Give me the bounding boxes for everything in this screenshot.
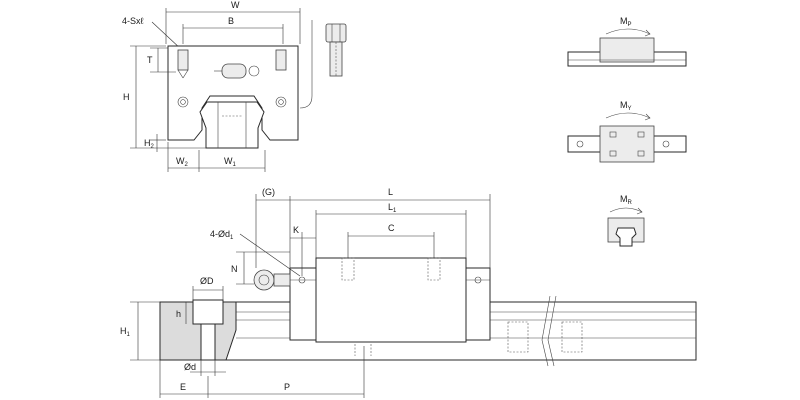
label-k: K [293, 225, 299, 235]
side-hole-left [177, 96, 189, 108]
side-view: (G) L L1 C K 4-Ød1 N [159, 187, 697, 367]
mr-arrow-arc [609, 207, 643, 213]
side-hole-left-inner [180, 99, 186, 105]
label-d1: 4-Ød1 [210, 229, 234, 241]
rail-counterbore [192, 299, 224, 325]
label-mr: MR [620, 194, 633, 206]
side-grease-nipple-stem [273, 273, 291, 287]
side-hole-right [275, 96, 287, 108]
tapped-hole-right [275, 49, 287, 71]
label-screw-spec: 4-Sxℓ [122, 16, 145, 26]
my-bolt-3 [609, 150, 617, 157]
label-w1: W1 [224, 156, 237, 168]
my-bolt-4 [637, 150, 645, 157]
my-arrow-head [644, 113, 651, 121]
label-w: W [231, 0, 240, 10]
moment-mp-view: MP [567, 16, 687, 67]
block-steel-body [315, 257, 467, 343]
moment-my-view: MY [567, 100, 687, 163]
cap-screw-head [325, 23, 347, 43]
label-d-big: ØD [200, 276, 214, 286]
side-grease-nipple [253, 269, 275, 291]
block-hidden-hole-2 [427, 257, 441, 281]
block-body [167, 45, 299, 141]
end-hole-left [298, 276, 306, 284]
moment-mr-view: MR [607, 194, 645, 247]
label-e: E [180, 382, 186, 392]
mr-rail [615, 227, 637, 247]
my-bolt-2 [637, 131, 645, 138]
my-bolt-1 [609, 131, 617, 138]
rail-hidden-hole-2 [561, 321, 583, 353]
rail-section-front [199, 101, 265, 149]
mr-arrow-head [636, 207, 643, 215]
my-rail-hole-right [662, 140, 670, 148]
label-h-small: h [176, 309, 181, 319]
label-my: MY [620, 100, 632, 112]
mp-arrow-arc [605, 28, 651, 35]
tapped-hole-left [177, 49, 189, 71]
grease-nipple-cap [248, 65, 260, 77]
front-view: W B 4-Sxℓ T [122, 0, 301, 172]
label-c: C [388, 223, 395, 233]
label-t: T [147, 55, 153, 65]
rail-break-line-2 [547, 295, 557, 367]
side-hole-right-inner [278, 99, 284, 105]
label-w2: W2 [176, 156, 189, 168]
rail-hidden-hole-1 [507, 321, 529, 353]
end-hole-right [474, 276, 482, 284]
label-d-small: Ød [184, 362, 196, 372]
cap-screw-illustration [299, 20, 347, 109]
screw-leader [151, 21, 183, 51]
label-b: B [228, 16, 234, 26]
label-p: P [284, 382, 290, 392]
d1-leader [239, 233, 301, 277]
rail-dimensions: ØD h H1 Ød E P [120, 276, 365, 398]
tapped-hole-tip-l [177, 69, 184, 79]
label-g: (G) [262, 187, 275, 197]
label-h: H [123, 92, 130, 102]
label-h1: H1 [120, 326, 131, 338]
label-n: N [231, 264, 238, 274]
grease-nipple [221, 63, 247, 79]
label-mp: MP [620, 16, 632, 28]
my-arrow-arc [605, 112, 651, 119]
my-block [599, 125, 655, 163]
block-hidden-hole-1 [341, 257, 355, 281]
rail-break-line-1 [541, 295, 551, 367]
mp-block [599, 37, 655, 63]
tapped-hole-tip-r [182, 69, 189, 79]
cap-screw-callout-curve [299, 20, 313, 109]
side-grease-nipple-inner [258, 274, 270, 286]
mp-arrow-head [644, 29, 651, 37]
label-h2: H2 [144, 138, 155, 150]
label-l1: L1 [388, 202, 397, 214]
rail-bolt-hole [200, 323, 216, 361]
label-l: L [388, 187, 393, 197]
my-rail-hole-left [576, 140, 584, 148]
